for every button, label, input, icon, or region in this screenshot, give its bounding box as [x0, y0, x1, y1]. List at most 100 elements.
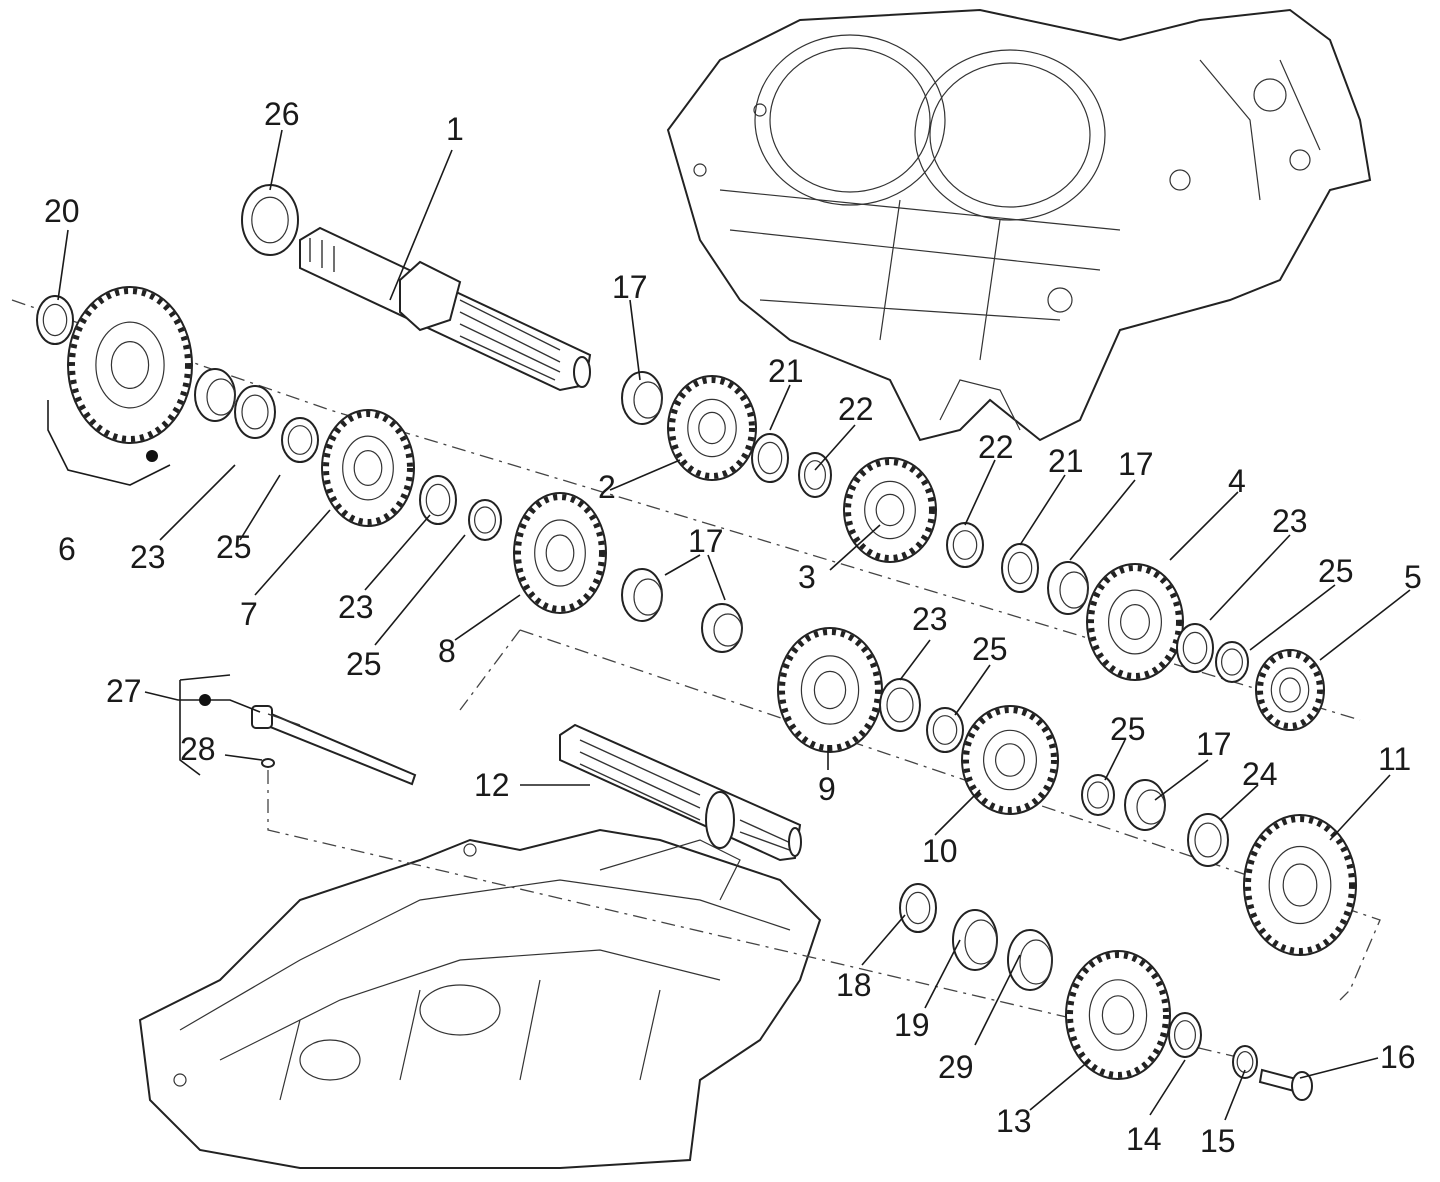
sprocket-13-hub [1088, 979, 1148, 1051]
input-shaft [299, 226, 592, 392]
gear-2 [667, 375, 757, 481]
washer-26 [241, 184, 299, 256]
washer-14-hole [1173, 1020, 1196, 1050]
callout-26: 26 [264, 96, 300, 132]
callout-17-lower: 17 [1196, 726, 1232, 762]
callout-15: 15 [1200, 1123, 1236, 1159]
callout-17-upper: 17 [612, 269, 648, 305]
callout-25-lower: 25 [1110, 711, 1146, 747]
circlip-25-center-hole [932, 715, 958, 745]
callout-25-mid: 25 [346, 646, 382, 682]
gear-4 [1086, 563, 1184, 681]
gear-9-bore [813, 670, 847, 710]
gear-7-teeth [323, 411, 413, 525]
lower-crankcase [138, 828, 822, 1169]
callout-6: 6 [58, 531, 76, 567]
gear-10-bore [994, 743, 1025, 777]
callout-20: 20 [44, 193, 80, 229]
washer-20 [36, 295, 74, 345]
ring-21-right [1001, 543, 1039, 593]
gear-6-bore [110, 341, 150, 390]
callout-24: 24 [1242, 756, 1278, 792]
gear-7-bore [353, 450, 383, 487]
ring-23-right-hole [1182, 631, 1208, 665]
gear-4-bore [1119, 603, 1150, 640]
sprocket-13-teeth [1067, 952, 1169, 1078]
gear-11-bore [1282, 863, 1318, 907]
leader-lines [47, 129, 1411, 1121]
gear-5 [1255, 649, 1325, 731]
bushing-17-mid-inner [633, 578, 663, 616]
upper-crankcase [666, 8, 1372, 442]
ring-22-upper-hole [803, 460, 826, 490]
ring-23-mid-hole [425, 483, 451, 517]
gear-6 [67, 286, 193, 444]
gear-5-bore [1279, 677, 1301, 703]
circlip-18 [899, 883, 937, 933]
bolt-16-head [1291, 1071, 1313, 1101]
gear-9 [777, 627, 883, 753]
gear-11-teeth [1245, 816, 1355, 954]
ring-23-left-hole [241, 394, 269, 430]
callout-1: 1 [446, 111, 464, 147]
callout-18: 18 [836, 967, 872, 1003]
callout-28: 28 [180, 731, 216, 767]
callout-23-right: 23 [1272, 503, 1308, 539]
callout-7: 7 [240, 596, 258, 632]
gear-11 [1243, 814, 1357, 956]
shift-rod [251, 705, 417, 786]
gear-7 [321, 409, 415, 527]
circlip-25-left [281, 417, 319, 463]
callout-11: 11 [1378, 741, 1411, 777]
washer-15-hole [1236, 1050, 1254, 1073]
bushing-17-upper-inner [633, 381, 663, 419]
sprocket-13-bore [1101, 995, 1135, 1035]
ring-22-upper [798, 452, 832, 498]
gear-11-hub [1268, 845, 1332, 925]
callout-21-right: 21 [1048, 443, 1084, 479]
callout-13: 13 [996, 1103, 1032, 1139]
gear-10-teeth [963, 707, 1057, 813]
gear-5-hub [1270, 667, 1310, 713]
washer-24 [1187, 813, 1229, 867]
callout-23-mid: 23 [338, 589, 374, 625]
ring-23-mid [419, 475, 457, 525]
ring-22-right [946, 522, 984, 568]
gear-8-bore [545, 534, 575, 572]
circlip-25-center [926, 707, 964, 753]
bearing-19-inner [964, 919, 998, 965]
gear-6-hub [95, 321, 165, 409]
ring-23-center [879, 678, 921, 732]
circlip-25-lower-hole [1086, 781, 1109, 809]
circlip-25-left-hole [287, 425, 313, 455]
washer-26-hole [251, 196, 289, 244]
ring-23-center-hole [886, 687, 914, 723]
callout-25-center: 25 [972, 631, 1008, 667]
gear-3-bore [875, 493, 905, 527]
gear-10 [961, 705, 1059, 815]
bearing-29-inner [1019, 939, 1053, 985]
callout-19: 19 [894, 1007, 930, 1043]
callout-27: 27 [106, 673, 142, 709]
axis-lines [11, 299, 1381, 1061]
callout-21-upper: 21 [768, 353, 804, 389]
gear-8-teeth [515, 494, 605, 612]
callout-25-left: 25 [216, 529, 252, 565]
bearing-29 [1007, 929, 1053, 991]
washer-20-hole [42, 303, 68, 337]
gear-4-teeth [1088, 565, 1182, 679]
gear-parts [36, 184, 1357, 1101]
gear-7-hub [342, 435, 394, 501]
ring-23-left [234, 385, 276, 439]
callout-22-right: 22 [978, 429, 1014, 465]
gear-10-hub [982, 729, 1037, 791]
callout-25-right: 25 [1318, 553, 1354, 589]
gear-8 [513, 492, 607, 614]
gear-9-teeth [779, 629, 881, 751]
gear-2-hub [687, 398, 737, 458]
gear-6-teeth [69, 288, 191, 442]
bushing-17-lower-inner [1136, 789, 1166, 825]
callout-labels: 1 26 20 17 21 22 22 21 17 4 23 25 5 2 3 … [44, 96, 1422, 1159]
callout-17-right: 17 [1118, 446, 1154, 482]
